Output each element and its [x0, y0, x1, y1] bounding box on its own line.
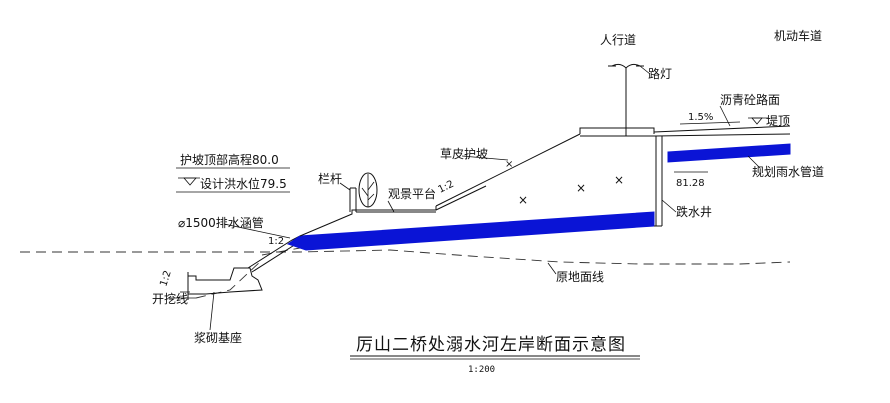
- culvert-label: ⌀1500排水涵管: [178, 215, 264, 230]
- pedestrian-path-label: 人行道: [600, 33, 636, 47]
- lower-slope-inner: [251, 243, 297, 273]
- storm-pipe-label: 规划雨水管道: [752, 164, 824, 179]
- scale-label: 1:200: [468, 365, 495, 375]
- original-ground-label: 原地面线: [556, 270, 604, 284]
- street-lamp-label: 路灯: [648, 66, 672, 81]
- ratio-lower-label: 1:2: [158, 269, 173, 288]
- excavation-line: [195, 259, 263, 299]
- excavation-label: 开挖线: [152, 291, 188, 306]
- original-ground-line: [20, 249, 791, 265]
- grass-mark-icon: ×: [505, 159, 513, 170]
- railing-leader: [339, 182, 351, 191]
- grass-slope-line: [435, 133, 581, 207]
- triangle-marker-icon: [751, 117, 763, 125]
- ratio-upper-label: 1:2: [436, 179, 455, 196]
- storm-pipe: [667, 143, 791, 163]
- railing: [349, 187, 357, 212]
- cross-mark-icon: × × ×: [518, 173, 624, 207]
- ratio-mid-label: 1:2: [268, 236, 284, 247]
- asphalt-road-top: [653, 125, 791, 133]
- asphalt-leader: [719, 105, 731, 127]
- street-lamp-leader: [639, 65, 651, 75]
- svg-text:×: ×: [518, 193, 528, 207]
- asphalt-road-bottom: [655, 133, 791, 137]
- motor-lane-label: 机动车道: [774, 28, 822, 43]
- platform-lower-step: [299, 206, 437, 237]
- platform-leader: [387, 200, 395, 213]
- culvert-pipe: [286, 211, 655, 251]
- slope-top-elevation-label: 护坡顶部高程80.0: [180, 152, 279, 167]
- grass-slope-toe: [435, 185, 487, 211]
- masonry-base-label: 浆砌基座: [194, 330, 242, 345]
- svg-text:×: ×: [576, 181, 586, 195]
- storm-pipe-leader: [747, 155, 761, 169]
- grass-slope-label: 草皮护坡: [440, 147, 488, 161]
- grass-slope-leader: [461, 155, 509, 161]
- pipe-elevation-label: 81.28: [676, 178, 705, 189]
- slope-grade-line: [679, 121, 741, 125]
- embankment-top-label: 堤顶: [766, 114, 790, 128]
- tree-icon: [358, 172, 378, 208]
- original-ground-leader: [547, 262, 557, 275]
- street-lamp: [608, 63, 644, 136]
- railing-label: 栏杆: [318, 171, 342, 186]
- original-ground-line-left: [261, 247, 301, 256]
- pedestrian-path-block: [579, 127, 655, 134]
- viewing-platform-label: 观景平台: [388, 186, 436, 201]
- diagram-title: 厉山二桥处溺水河左岸断面示意图: [356, 335, 626, 355]
- slope-grade-label: 1.5%: [688, 112, 713, 123]
- masonry-base-leader: [209, 291, 215, 331]
- svg-text:×: ×: [614, 173, 624, 187]
- masonry-base: [187, 267, 263, 295]
- asphalt-label: 沥青砼路面: [720, 92, 780, 107]
- water-level-triangle-icon: [183, 177, 197, 186]
- design-flood-level-label: 设计洪水位79.5: [200, 176, 287, 191]
- drop-well-label: 跌水井: [676, 204, 712, 219]
- culvert-leader: [223, 223, 291, 239]
- drop-well-leader: [661, 199, 677, 213]
